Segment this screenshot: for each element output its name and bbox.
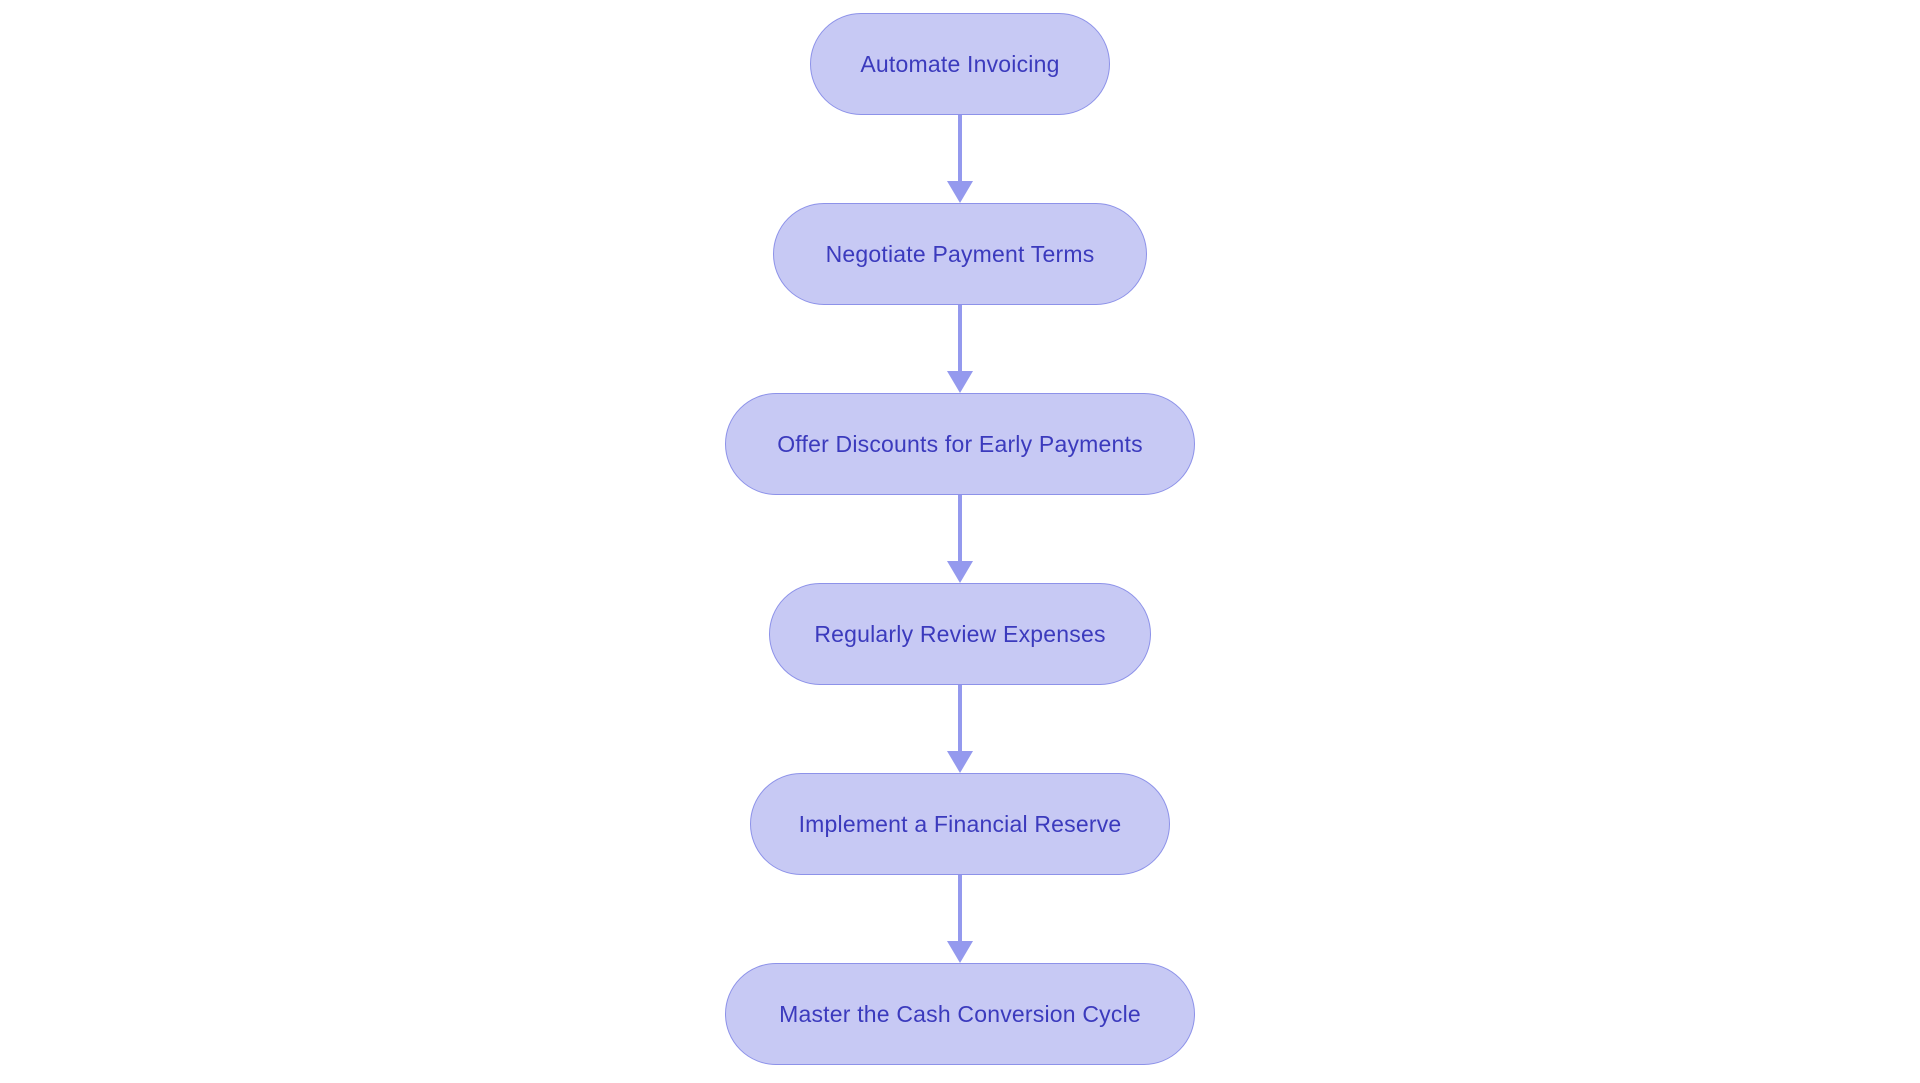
flow-node-label: Regularly Review Expenses [814, 620, 1106, 647]
flow-node-offer-discounts: Offer Discounts for Early Payments [725, 393, 1195, 495]
connector-line [958, 875, 962, 942]
flow-node-label: Offer Discounts for Early Payments [777, 430, 1143, 457]
arrowhead-down-icon [947, 941, 973, 963]
flow-connector [947, 495, 973, 583]
flow-node-negotiate-payment-terms: Negotiate Payment Terms [773, 203, 1147, 305]
flow-node-label: Master the Cash Conversion Cycle [779, 1000, 1141, 1027]
flow-node-financial-reserve: Implement a Financial Reserve [750, 773, 1170, 875]
connector-line [958, 685, 962, 752]
flow-node-label: Automate Invoicing [860, 50, 1060, 77]
flow-connector [947, 115, 973, 203]
arrowhead-down-icon [947, 181, 973, 203]
flow-node-label: Negotiate Payment Terms [825, 240, 1095, 267]
flow-connector [947, 685, 973, 773]
flow-node-cash-conversion-cycle: Master the Cash Conversion Cycle [725, 963, 1195, 1065]
connector-line [958, 115, 962, 182]
flow-node-automate-invoicing: Automate Invoicing [810, 13, 1110, 115]
connector-line [958, 305, 962, 372]
connector-line [958, 495, 962, 562]
flow-connector [947, 305, 973, 393]
flow-node-review-expenses: Regularly Review Expenses [769, 583, 1151, 685]
arrowhead-down-icon [947, 561, 973, 583]
flow-connector [947, 875, 973, 963]
flow-node-label: Implement a Financial Reserve [798, 810, 1122, 837]
arrowhead-down-icon [947, 751, 973, 773]
arrowhead-down-icon [947, 371, 973, 393]
